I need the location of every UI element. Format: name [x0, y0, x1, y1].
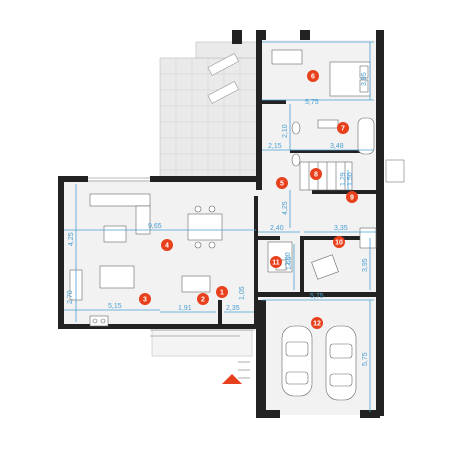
svg-text:5: 5	[280, 181, 284, 188]
dimension-label-1-05: 1,05	[239, 286, 246, 300]
svg-text:10: 10	[335, 240, 343, 247]
dimension-label-5-75-top: 5,75	[305, 99, 319, 106]
svg-text:6: 6	[311, 74, 315, 81]
svg-text:7: 7	[341, 126, 345, 133]
dimension-label-2-35: 2,35	[226, 305, 240, 312]
dimension-label-3-48: 3,48	[330, 143, 344, 150]
armchair-icon	[311, 254, 339, 280]
stove-icon	[89, 315, 109, 327]
pantry-shelf	[181, 275, 211, 293]
wardrobe	[359, 227, 377, 249]
dimension-labels: 5,75 3,95 2,10 2,15 3,48 9,65 4,25 4,25 …	[67, 72, 369, 366]
dimension-label-2-70: 2,70	[67, 290, 74, 304]
dimension-label-2-40: 2,40	[270, 225, 284, 232]
svg-text:11: 11	[272, 260, 280, 267]
dimension-label-2-00: 2,00	[285, 252, 292, 266]
dimension-label-5-15: 5,15	[108, 303, 122, 310]
kitchen-island	[99, 265, 135, 289]
dimension-label-4-25-mid: 4,25	[282, 201, 289, 215]
room-badge-8: 8	[310, 168, 322, 180]
car-icon	[325, 325, 357, 401]
dimension-label-2-10: 2,10	[282, 124, 289, 138]
dimension-label-3-95-room10: 3,95	[362, 258, 369, 272]
dimension-label-1-50: 1,50	[347, 172, 354, 186]
interior-lines	[88, 159, 405, 379]
car-icon	[281, 325, 313, 397]
dimension-label-5-75-garage: 5,75	[310, 293, 324, 300]
furniture	[69, 49, 377, 401]
svg-text:1: 1	[220, 290, 224, 297]
dimension-label-2-15: 2,15	[268, 143, 282, 150]
dimension-label-1-65: 1,65	[286, 256, 293, 270]
room-badge-2: 2	[197, 293, 209, 305]
dimension-lines	[64, 41, 376, 412]
washbasin	[317, 119, 339, 129]
room-badge-4: 4	[161, 239, 173, 251]
desk	[271, 49, 303, 65]
svg-text:2: 2	[201, 297, 205, 304]
room-badge-1: 1	[216, 286, 228, 298]
room-badge-5: 5	[276, 177, 288, 189]
dimension-label-1-29: 1,29	[340, 172, 347, 186]
room-badge-12: 12	[311, 317, 323, 329]
dimension-label-9-65: 9,65	[148, 223, 162, 230]
sofa-icon	[89, 193, 151, 235]
svg-text:12: 12	[313, 321, 321, 328]
coffee-table	[103, 225, 127, 243]
room-badge-11: 11	[270, 256, 282, 268]
room-badge-3: 3	[139, 293, 151, 305]
toilet-icon	[291, 121, 301, 167]
dining-table-icon	[187, 205, 223, 249]
dimension-label-3-35: 3,35	[334, 225, 348, 232]
dimension-label-3-95-bed: 3,95	[361, 72, 368, 86]
bed-icon	[329, 61, 371, 97]
dimension-label-4-25-left: 4,25	[68, 232, 75, 246]
dimension-label-5-75-vertical: 5,75	[362, 352, 369, 366]
room-badge-6: 6	[307, 70, 319, 82]
svg-text:8: 8	[314, 172, 318, 179]
svg-text:3: 3	[143, 297, 147, 304]
room-badge-7: 7	[337, 122, 349, 134]
terrace	[151, 41, 267, 357]
room-badge-10: 10	[333, 236, 345, 248]
room-badges: 1 2 3 4 5 6 7 8 9 10 11 12	[139, 70, 358, 329]
svg-text:9: 9	[350, 195, 354, 202]
entry-arrow-icon	[222, 374, 242, 384]
staircase	[299, 161, 353, 191]
bathtub-icon	[357, 117, 375, 155]
svg-text:4: 4	[165, 243, 169, 250]
room-badge-9: 9	[346, 191, 358, 203]
dimension-label-1-91: 1,91	[178, 305, 192, 312]
